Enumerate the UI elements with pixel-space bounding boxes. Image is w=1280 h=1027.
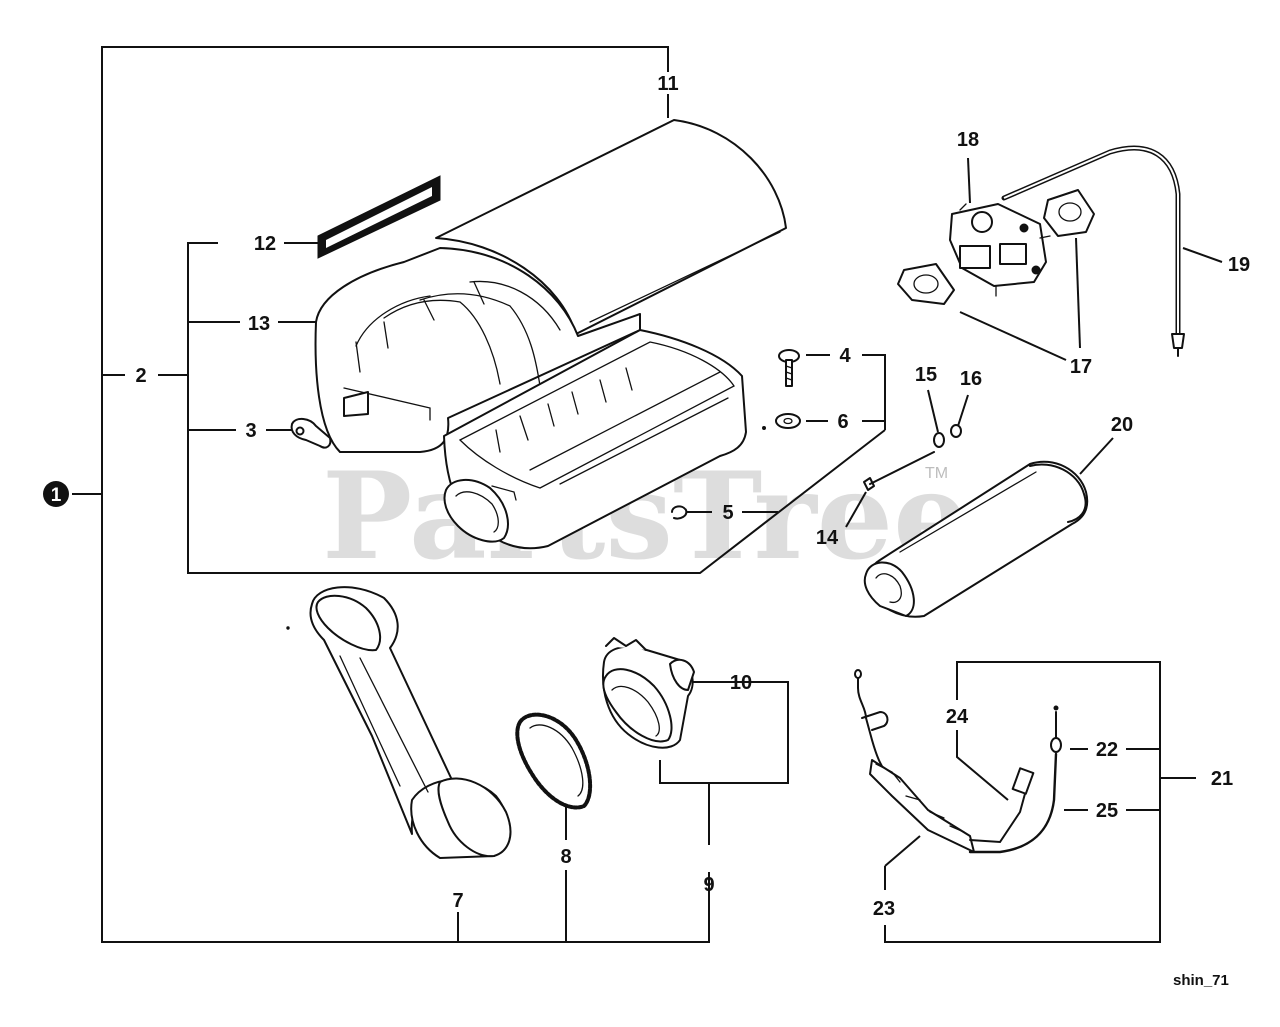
callout-6: 6 [837,411,848,433]
leader-lines [72,46,1223,943]
assembly-number: 1 [51,485,62,506]
callout-10: 10 [730,672,752,694]
callout-3: 3 [245,420,256,442]
callout-12: 12 [254,233,276,255]
callout-8: 8 [560,846,571,868]
part-14-bolt [863,451,935,491]
part-17-gasket-right [1043,189,1095,237]
callout-9: 9 [703,874,714,896]
callout-25: 25 [1096,800,1118,822]
part-17-gasket-left [897,263,955,305]
part-19-throttle-cable [1001,145,1185,357]
part-20-filter-element [863,460,1089,618]
part-12-label-sticker [317,175,441,259]
callout-7: 7 [452,890,463,912]
callout-labels: 1 11 12 13 2 3 4 6 5 15 16 14 20 18 19 1… [43,73,1250,989]
part-18-carburetor [949,203,1051,297]
part-3-clip [290,418,332,449]
callout-11: 11 [657,73,678,95]
callout-21: 21 [1211,768,1233,790]
callout-20: 20 [1111,414,1133,436]
part-8-ring-seal [515,712,593,810]
part-5-clip [671,505,688,520]
part-6-washer [762,413,801,430]
callout-23: 23 [873,898,895,920]
callout-19: 19 [1228,254,1250,276]
callout-5: 5 [722,502,733,524]
part-15-washer [933,432,945,448]
callout-24: 24 [946,706,969,728]
part-7-intake-pipe [286,586,512,859]
part-13-cover-shell [314,247,641,453]
part-4-screw [778,349,800,387]
callout-16: 16 [960,368,982,390]
callout-17: 17 [1070,356,1092,378]
callout-13: 13 [248,313,270,335]
trademark-mark: TM [925,465,948,482]
diagram-code: shin_71 [1173,972,1229,989]
callout-15: 15 [915,364,937,386]
callout-22: 22 [1096,739,1118,761]
callout-2: 2 [135,365,146,387]
part-16-nut [950,424,962,438]
callout-18: 18 [957,129,979,151]
part-21-wire-harness [854,669,1062,854]
assembly-marker [43,481,69,507]
callout-4: 4 [839,345,851,367]
air-cleaner-case [443,329,747,550]
part-10-elbow [602,637,695,749]
callout-14: 14 [816,527,839,549]
